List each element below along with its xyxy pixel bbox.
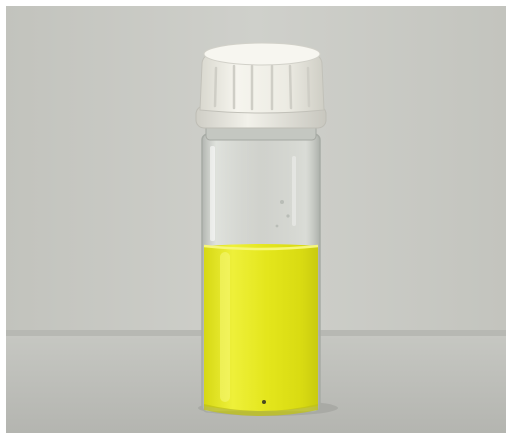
photo-scene: [6, 6, 506, 433]
glass-highlight-right: [292, 156, 296, 226]
glass-droplet: [280, 200, 284, 204]
liquid-highlight: [220, 252, 230, 402]
photo: [6, 6, 506, 433]
liquid-meniscus: [203, 244, 319, 251]
cap-ridges: [213, 64, 311, 111]
glass-highlight-left: [210, 146, 215, 241]
yellow-liquid: [204, 244, 318, 411]
sediment-speck: [262, 400, 266, 404]
glass-droplet: [286, 214, 290, 218]
glass-droplet: [275, 224, 279, 228]
cap-top: [203, 42, 321, 66]
vial-base: [204, 404, 318, 416]
